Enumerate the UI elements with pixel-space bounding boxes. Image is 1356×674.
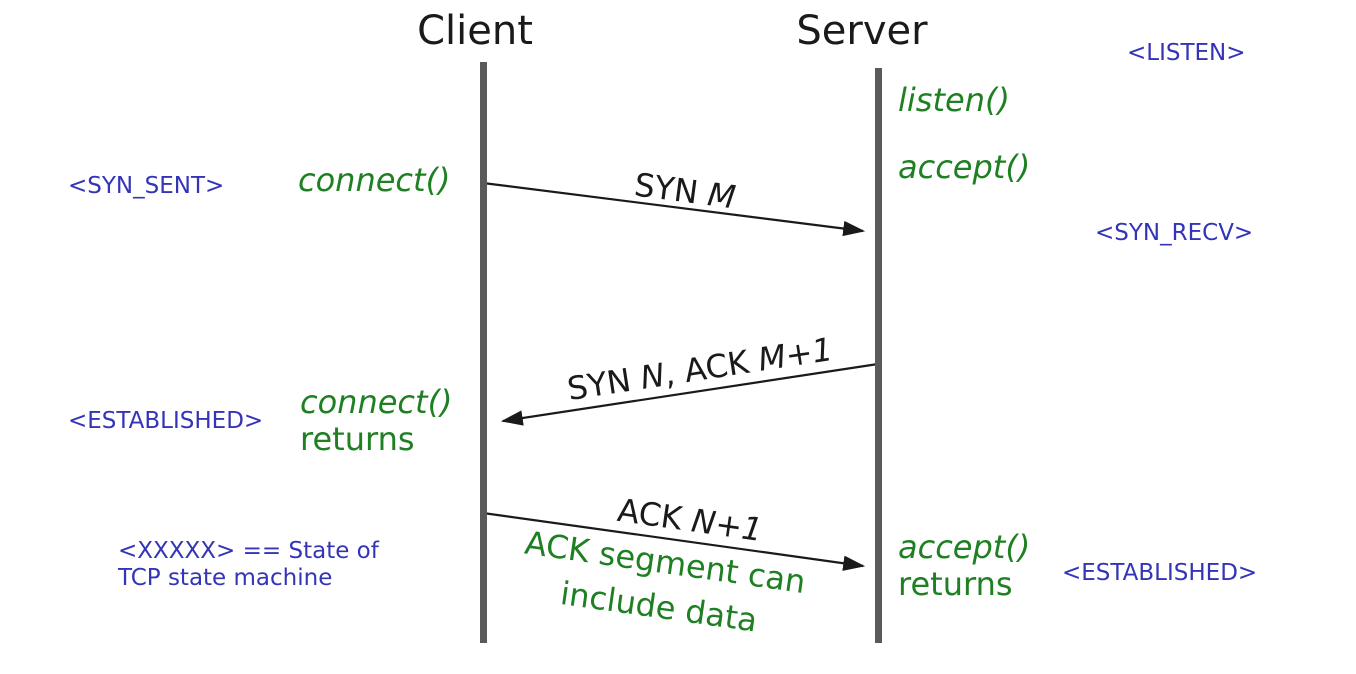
connect-returns-word: returns	[300, 420, 415, 458]
client-title: Client	[417, 8, 533, 54]
syn-recv-state-label: <SYN_RECV>	[1095, 220, 1254, 246]
ack-arrow	[482, 511, 866, 571]
accept-returns-label: accept() returns	[898, 529, 1030, 603]
listen-call-label: listen()	[898, 81, 1010, 119]
accept-returns-fn: accept()	[898, 528, 1031, 566]
syn-message-var: M	[705, 175, 738, 217]
established-server-state-label: <ESTABLISHED>	[1062, 560, 1258, 586]
synack-arrow	[500, 362, 879, 426]
connect-returns-fn: connect()	[300, 383, 453, 421]
accept-call-label: accept()	[898, 148, 1031, 186]
syn-arrow	[482, 181, 866, 237]
syn-sent-state-label: <SYN_SENT>	[68, 173, 225, 199]
legend-line2: TCP state machine	[118, 565, 333, 591]
server-title: Server	[796, 8, 928, 54]
client-lifeline	[480, 62, 487, 643]
connect-returns-label: connect() returns	[300, 384, 453, 458]
accept-returns-word: returns	[898, 565, 1013, 603]
legend-line1: <XXXXX> == State of	[118, 538, 379, 564]
server-lifeline	[875, 68, 882, 643]
legend-note: <XXXXX> == State of TCP state machine	[118, 538, 379, 592]
listen-state-label: <LISTEN>	[1127, 40, 1246, 66]
connect-call-label: connect()	[298, 161, 451, 199]
established-client-state-label: <ESTABLISHED>	[68, 408, 264, 434]
